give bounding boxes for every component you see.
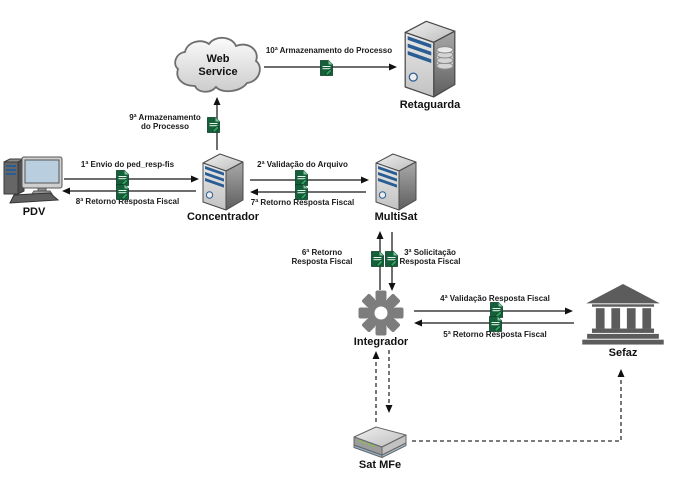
edge-step1-label: 1ª Envio do ped_resp-fis [80,160,175,169]
retaguarda-node: Retaguarda [390,14,470,111]
fiscal-document-icon [385,251,398,267]
server-tower-icon [375,153,417,211]
pdv-node: PDV [0,155,68,218]
fiscal-document-icon [490,302,503,318]
concentrador-label: Concentrador [186,211,260,223]
fiscal-document-icon [295,184,308,200]
sefaz-label: Sefaz [608,347,638,359]
retaguarda-label: Retaguarda [399,99,461,111]
edge-step8-label: 8ª Retorno Resposta Fiscal [75,197,180,206]
fiscal-document-icon [320,60,333,76]
sat-device-icon [353,426,407,458]
multisat-node: MultiSat [358,150,434,223]
satmfe-label: Sat MFe [358,459,402,471]
edge-step2-label: 2ª Validação do Arquivo [257,160,348,169]
edge-step5-label: 5ª Retorno Resposta Fiscal [443,330,547,339]
multisat-label: MultiSat [374,211,418,223]
edge-step9-label: 9ª Armazenamento do Processo [129,113,201,131]
government-building-icon [582,283,664,345]
database-cylinder-icon [436,46,454,70]
edge-step6-label: 6ª Retorno Resposta Fiscal [291,248,353,266]
fiscal-document-icon [371,251,384,267]
desktop-computer-icon [3,156,63,204]
edge-step7-label: 7ª Retorno Resposta Fiscal [250,198,355,207]
fiscal-document-icon [489,316,502,332]
fiscal-document-icon [116,184,129,200]
arrowheads [62,63,625,413]
concentrador-node: Concentrador [176,150,270,223]
edge-step3-label: 3ª Solicitação Resposta Fiscal [399,248,461,266]
fiscal-document-icon [207,117,220,133]
server-tower-icon [202,153,244,211]
sefaz-node: Sefaz [578,282,668,359]
database-server-icon [404,20,456,98]
integrador-label: Integrador [353,336,409,348]
cloud-icon [174,36,261,93]
edge-step10-label: 10ª Armazenamento do Processo [265,46,393,55]
pdv-label: PDV [22,206,46,218]
edge-step4-label: 4ª Validação Resposta Fiscal [440,294,550,303]
satmfe-node: Sat MFe [347,424,413,471]
webservice-node: Web Service [170,34,266,98]
edge-satmfe-sefaz-dashed-line [412,377,622,442]
webservice-label: Web Service [198,53,238,78]
gear-icon [358,290,404,336]
integrador-node: Integrador [331,290,431,348]
